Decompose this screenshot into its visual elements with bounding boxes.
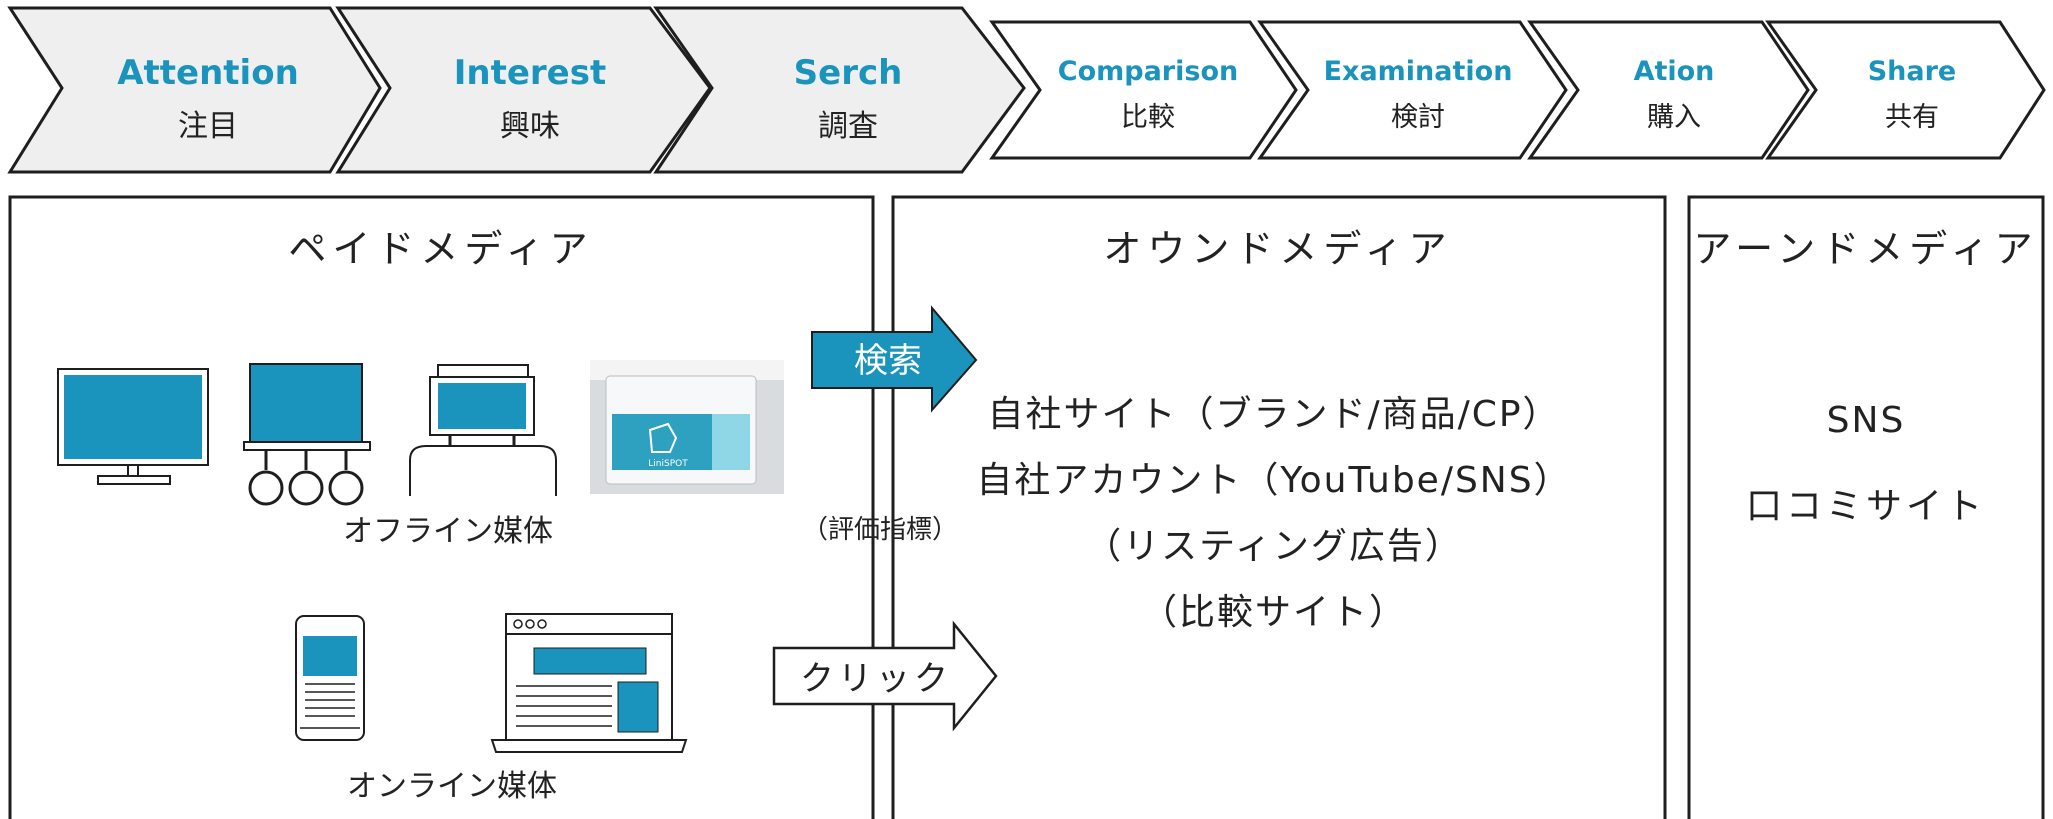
- funnel-stage-interest: Interest 興味: [335, 6, 712, 174]
- owned-item: （リスティング広告）: [1085, 526, 1463, 567]
- stage-en-label: Examination: [1324, 56, 1513, 87]
- owned-item: 自社アカウント（YouTube/SNS）: [976, 460, 1571, 501]
- funnel-stage-examination: Examination 検討: [1257, 20, 1568, 160]
- digital-signage-photo: LiniSPOT: [590, 360, 784, 494]
- owned-media-box: オウンドメディア: [891, 195, 1667, 819]
- smartphone-icon: [295, 615, 365, 741]
- earned-item: 口コミサイト: [1746, 486, 1986, 527]
- stage-ja-label: 検討: [1391, 102, 1445, 133]
- signage-brand-text: LiniSPOT: [648, 459, 688, 469]
- train-monitor-icon: [243, 363, 371, 506]
- stage-ja-label: 共有: [1885, 102, 1939, 133]
- tv-icon: [57, 368, 209, 485]
- paid-media-title: ペイドメディア: [288, 227, 593, 271]
- stage-en-label: Ation: [1634, 56, 1715, 87]
- earned-media-box: アーンドメディア: [1687, 195, 2045, 819]
- offline-media-label: オフライン媒体: [343, 514, 553, 549]
- stage-en-label: Comparison: [1058, 56, 1238, 87]
- click-arrow-label: クリック: [800, 659, 952, 699]
- funnel-stage-comparison: Comparison 比較: [989, 20, 1298, 160]
- desk-monitor-icon: [409, 364, 557, 496]
- earned-media-title: アーンドメディア: [1693, 227, 2038, 271]
- stage-ja-label: 購入: [1647, 102, 1701, 133]
- funnel-stage-serch: Serch 調査: [653, 6, 1026, 174]
- stage-en-label: Share: [1868, 56, 1957, 87]
- earned-item: SNS: [1827, 400, 1906, 441]
- online-media-label: オンライン媒体: [347, 769, 557, 804]
- owned-item: 自社サイト（ブランド/商品/CP）: [987, 394, 1560, 435]
- stage-ja-label: 調査: [818, 109, 878, 144]
- stage-en-label: Attention: [117, 53, 299, 93]
- click-arrow: クリック: [772, 620, 998, 732]
- funnel-stage-share: Share 共有: [1765, 20, 2046, 160]
- funnel-stage-attention: Attention 注目: [7, 6, 382, 174]
- stage-ja-label: 注目: [178, 109, 238, 144]
- search-arrow-label: 検索: [854, 341, 922, 381]
- owned-media-title: オウンドメディア: [1103, 227, 1452, 271]
- metric-label: （評価指標）: [802, 515, 958, 545]
- stage-ja-label: 比較: [1121, 102, 1175, 133]
- stage-ja-label: 興味: [500, 109, 560, 144]
- owned-item: （比較サイト）: [1141, 592, 1407, 633]
- stage-en-label: Serch: [794, 53, 903, 93]
- laptop-icon: [490, 613, 688, 753]
- paid-media-box: ペイドメディア: [8, 195, 875, 819]
- stage-en-label: Interest: [454, 53, 607, 93]
- search-arrow: 検索: [811, 305, 978, 413]
- funnel-stage-ation: Ation 購入: [1527, 20, 1810, 160]
